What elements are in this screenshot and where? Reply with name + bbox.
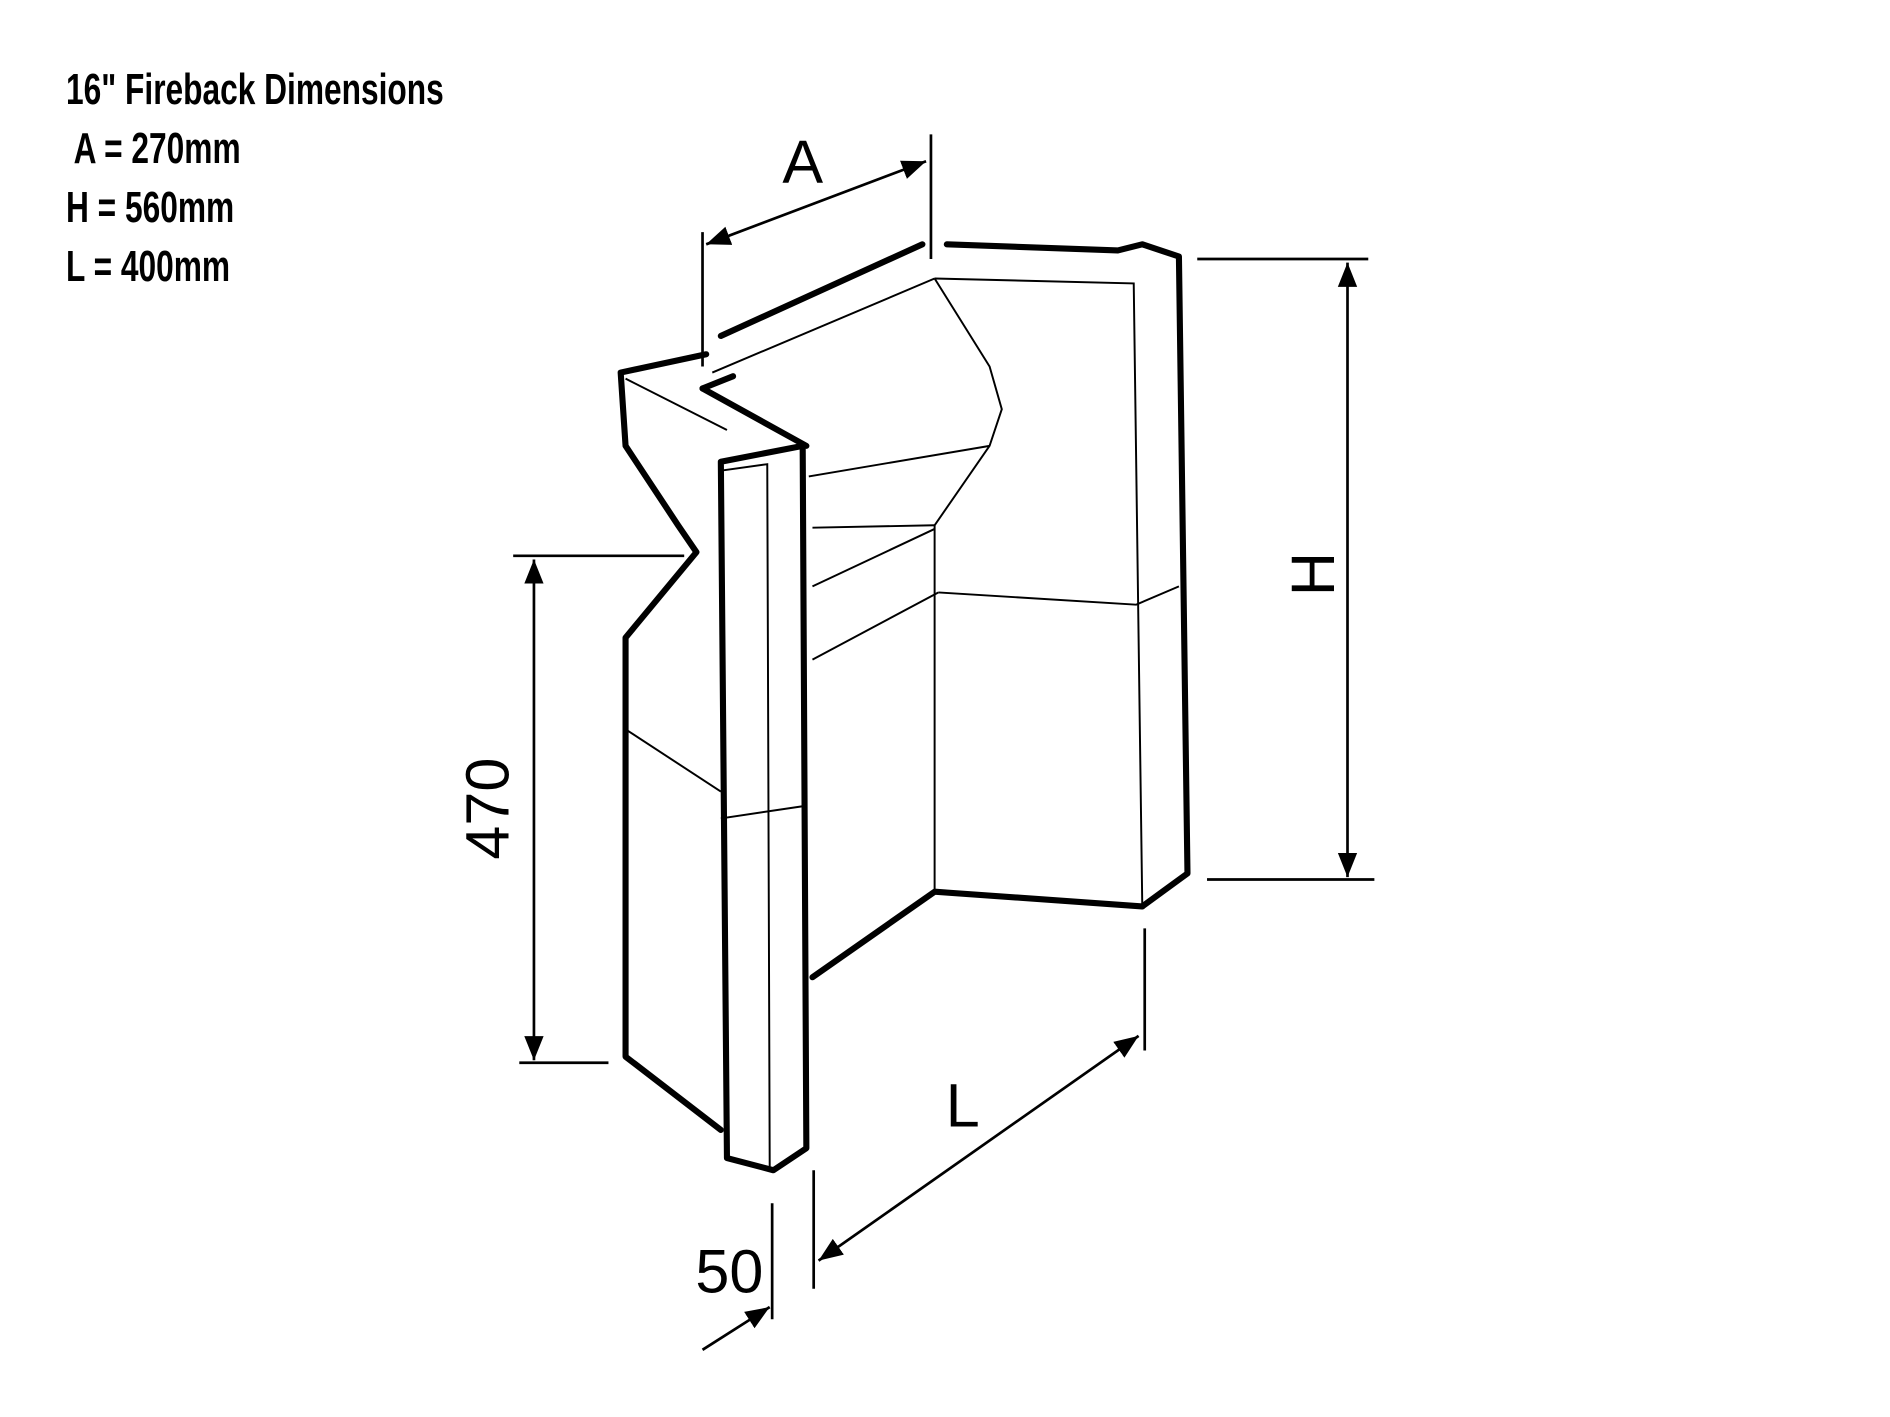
spec-h: H = 560mm bbox=[66, 183, 235, 232]
label-470: 470 bbox=[453, 758, 521, 860]
label-h: H bbox=[1279, 552, 1347, 596]
dimension-50: 50 bbox=[695, 1203, 774, 1351]
dimension-a: A bbox=[701, 128, 933, 367]
dimension-470: 470 bbox=[453, 554, 685, 1065]
spec-a: A = 270mm bbox=[66, 124, 241, 173]
dimension-specs: 16" Fireback Dimensions A = 270mm H = 56… bbox=[66, 60, 444, 296]
spec-title: 16" Fireback Dimensions bbox=[66, 65, 444, 114]
dimension-h: H bbox=[1197, 257, 1375, 881]
dimension-l: L bbox=[812, 928, 1147, 1289]
fireback-outline bbox=[617, 241, 1191, 1174]
label-50: 50 bbox=[695, 1237, 763, 1305]
spec-l: L = 400mm bbox=[66, 242, 231, 291]
label-a: A bbox=[782, 128, 823, 196]
label-l: L bbox=[946, 1071, 980, 1139]
